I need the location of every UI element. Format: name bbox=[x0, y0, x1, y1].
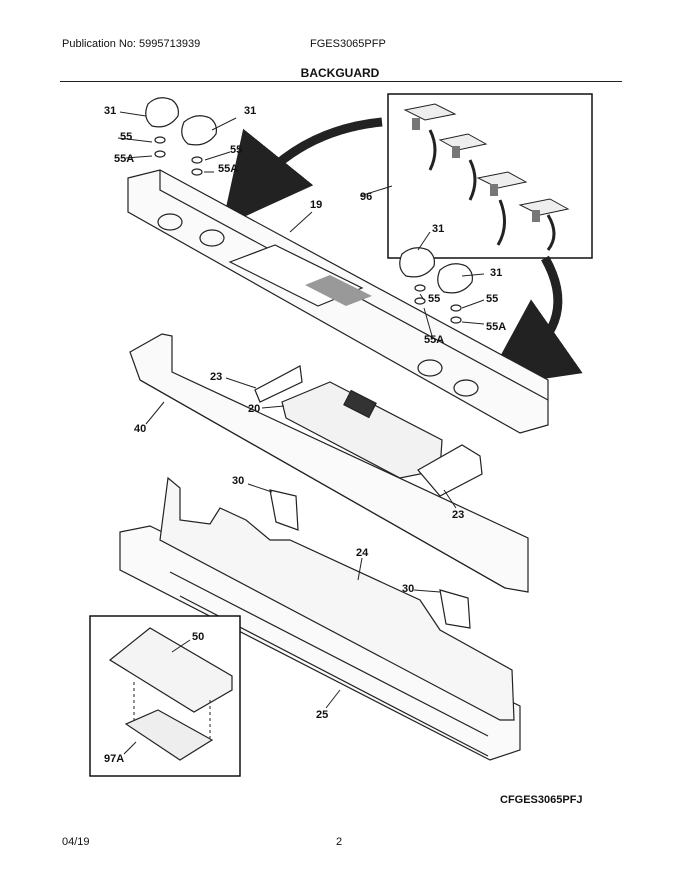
callout-25: 25 bbox=[316, 709, 328, 721]
callout-55-c: 55 bbox=[428, 293, 440, 305]
callout-24: 24 bbox=[356, 547, 369, 559]
page-title: BACKGUARD bbox=[300, 66, 380, 80]
brackets bbox=[254, 365, 483, 629]
callout-30-b: 30 bbox=[402, 583, 414, 595]
callout-31-c: 31 bbox=[432, 223, 444, 235]
callout-23-a: 23 bbox=[210, 371, 222, 383]
callout-50: 50 bbox=[192, 631, 204, 643]
callout-20: 20 bbox=[248, 403, 260, 415]
callout-55a-c: 55A bbox=[424, 334, 444, 346]
callout-31-a: 31 bbox=[104, 105, 116, 117]
callout-55a-a: 55A bbox=[114, 153, 134, 165]
callout-55-a: 55 bbox=[120, 131, 132, 143]
control-board-inset bbox=[387, 93, 593, 259]
detail-inset bbox=[89, 615, 241, 777]
callout-55-b: 55 bbox=[230, 144, 242, 156]
diagram-code: CFGES3065PFJ bbox=[500, 794, 583, 806]
title-rule bbox=[60, 81, 622, 82]
publication-number: Publication No: 5995713939 bbox=[62, 38, 201, 50]
callout-23-b: 23 bbox=[452, 509, 464, 521]
arrow-inset-to-backguard-right bbox=[483, 255, 583, 388]
callout-55a-b: 55A bbox=[218, 163, 238, 175]
callout-30-a: 30 bbox=[232, 475, 244, 487]
callout-96: 96 bbox=[360, 191, 372, 203]
callout-55a-d: 55A bbox=[486, 321, 506, 333]
footer-date: 04/19 bbox=[62, 836, 90, 848]
arrow-inset-to-backguard-left bbox=[221, 117, 383, 228]
lower-trim-panel bbox=[129, 333, 529, 593]
page-number: 2 bbox=[336, 836, 343, 848]
callout-31-b: 31 bbox=[244, 105, 256, 117]
knobs bbox=[145, 97, 473, 324]
mounting-frame bbox=[119, 476, 521, 761]
callout-leaders bbox=[117, 111, 485, 755]
model-number: FGES3065PFP bbox=[310, 38, 386, 50]
callout-55-d: 55 bbox=[486, 293, 498, 305]
backguard-panel bbox=[127, 169, 549, 434]
callout-31-d: 31 bbox=[490, 267, 502, 279]
callout-labels: 31 55 55A 31 55 55A 19 96 31 55 55A 31 5… bbox=[104, 105, 506, 765]
callout-19: 19 bbox=[310, 199, 322, 211]
callout-40: 40 bbox=[134, 423, 146, 435]
callout-97a: 97A bbox=[104, 753, 124, 765]
